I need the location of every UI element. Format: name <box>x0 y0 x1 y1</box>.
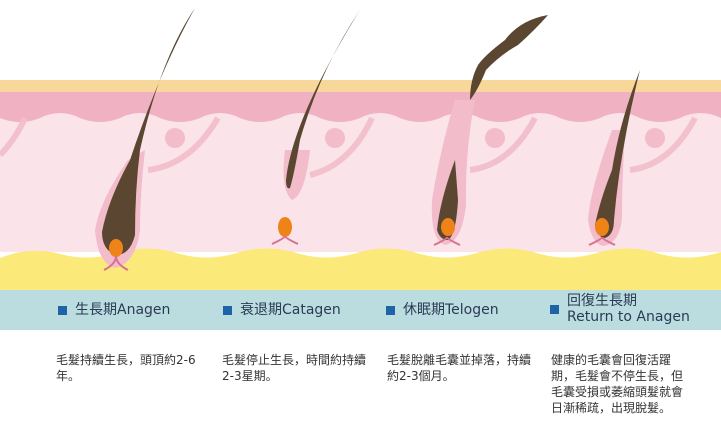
catagen-follicle <box>271 10 360 245</box>
stage-label-text: 生長期Anagen <box>75 302 171 318</box>
stage-label-text: 回復生長期 <box>567 293 637 309</box>
square-icon <box>386 305 395 315</box>
stage-label-return: 回復生長期 Return to Anagen <box>550 293 690 325</box>
stage-label-catagen: 衰退期Catagen <box>223 302 341 318</box>
stage-label-anagen: 生長期Anagen <box>58 302 170 318</box>
stage-description-telogen: 毛髮脫離毛囊並掉落，持續約2-3個月。 <box>387 353 532 383</box>
square-icon <box>550 304 559 314</box>
stage-description-anagen: 毛髮持續生長，頭頂約2-6年。 <box>56 353 196 383</box>
epidermis-top-layer <box>0 80 721 92</box>
stage-legend-band <box>0 290 721 330</box>
square-icon <box>58 305 67 315</box>
fat-layer <box>0 248 721 292</box>
hair-growth-cycle-illustration <box>0 8 721 292</box>
square-icon <box>223 305 232 315</box>
epidermis-layer <box>0 92 721 122</box>
stage-label-text-en: Return to Anagen <box>567 309 690 325</box>
stage-label-telogen: 休眠期Telogen <box>386 302 499 318</box>
stage-label-text: 休眠期Telogen <box>403 302 499 318</box>
sebaceous-ducts <box>0 116 698 178</box>
anagen-follicle <box>95 8 195 271</box>
telogen-follicle <box>431 15 548 246</box>
stage-label-text: 衰退期Catagen <box>240 302 341 318</box>
sebaceous-glands <box>165 128 665 148</box>
stage-description-return: 健康的毛囊會回復活躍期，毛髮會不停生長，但毛囊受損或萎縮頭髮就會日漸稀疏，出現脫… <box>551 353 684 415</box>
stage-description-catagen: 毛髮停止生長，時間約持續2-3星期。 <box>222 353 367 383</box>
return-anagen-follicle <box>588 70 640 246</box>
